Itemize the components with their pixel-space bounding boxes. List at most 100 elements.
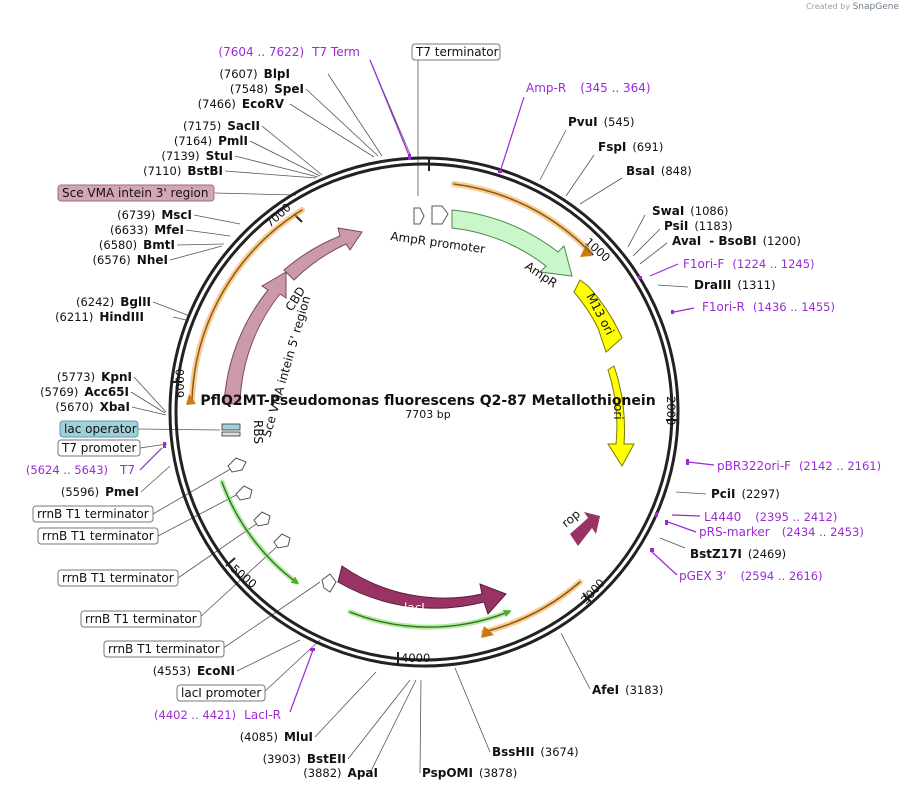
- label-rrnb-4: rrnB T1 terminator: [85, 612, 197, 626]
- enzyme-name-acc65i: Acc65I: [84, 385, 129, 399]
- laci-promoter-arrow: [321, 573, 337, 593]
- primer-name-t7term: T7 Term: [311, 45, 360, 59]
- backbone-inner: [174, 162, 674, 662]
- svg-text:SwaI(1086): SwaI(1086): [652, 204, 729, 218]
- sce5-label: Sce VMA intein 5' region: [259, 294, 313, 439]
- rrnb-arrow-4: [273, 533, 291, 549]
- svg-text:PspOMI(3878): PspOMI(3878): [422, 766, 517, 780]
- primer-markers: [139, 59, 715, 713]
- enzyme-name-draiii: DraIII: [694, 278, 731, 292]
- svg-text:(6580)BmtI: (6580)BmtI: [99, 238, 175, 252]
- site-l4440: [655, 512, 658, 517]
- enzyme-name-stui: StuI: [206, 149, 233, 163]
- svg-text:(7175)SacII: (7175)SacII: [183, 119, 260, 133]
- enzyme-pos-pmei: (5596): [61, 485, 99, 499]
- svg-text:(6576)NheI: (6576) NheI: [93, 253, 168, 267]
- enzyme-pos-nhei: (6576): [93, 253, 131, 267]
- orange-arc-top-right-core: [453, 183, 591, 253]
- enzyme-name-bsteii: BstEII: [307, 752, 346, 766]
- orange-arc-left-core: [191, 209, 303, 401]
- primer-range-t7: (5624 .. 5643): [26, 463, 108, 477]
- plasmid-length: 7703 bp: [405, 408, 450, 421]
- svg-text:(6211)HindIII: (6211) HindIII: [55, 310, 144, 324]
- box-laci-promoter: [176, 684, 266, 702]
- enzyme-pos-mfei: (6633): [110, 223, 148, 237]
- svg-text:(6242)BglII: (6242)BglII: [76, 295, 151, 309]
- primer-range-pgex3: (2594 .. 2616): [740, 569, 822, 583]
- svg-text:pGEX 3'(2594 .. 2616): pGEX 3' (2594 .. 2616): [679, 569, 823, 583]
- enzyme-pos-draiii: (1311): [737, 278, 775, 292]
- box-rrnb-4: [80, 610, 202, 628]
- enzyme-name-pmli: PmlI: [218, 134, 248, 148]
- svg-text:(7139)StuI: (7139)StuI: [161, 149, 233, 163]
- enzyme-labels-right: PspOMI(3878) BssHII(3674) AfeI(3183) Pvu…: [422, 115, 801, 780]
- enzyme-name-bsobi: - BsoBI: [709, 234, 756, 248]
- primer-name-f1ori-r: F1ori-R: [702, 300, 745, 314]
- sce-intein-5-feature: [223, 271, 287, 405]
- enzyme-pos-econi: (4553): [153, 664, 191, 678]
- plasmid-name: PflQ2MT-Pseudomonas fluorescens Q2-87 Me…: [200, 393, 655, 409]
- primer-range-l4440: (2395 .. 2412): [755, 510, 837, 524]
- primer-range-f1ori-r: (1436 .. 1455): [753, 300, 835, 314]
- ampr-promoter-arrow-1: [413, 207, 425, 225]
- enzyme-name-ecorv: EcoRV: [242, 97, 285, 111]
- svg-text:PciI(2297): PciI(2297): [711, 487, 780, 501]
- label-sce-vma-3: Sce VMA intein 3' region: [62, 186, 208, 200]
- site-f1ori-f: [638, 276, 642, 279]
- enzyme-name-xbai: XbaI: [100, 400, 130, 414]
- enzyme-name-sacii: SacII: [227, 119, 260, 133]
- rop-feature: [570, 512, 600, 546]
- enzyme-name-hindiii: HindIII: [99, 310, 144, 324]
- label-t7-promoter: T7 promoter: [61, 441, 137, 455]
- primer-name-f1ori-f: F1ori-F: [683, 257, 724, 271]
- ampr-promoter-label: AmpR promoter: [390, 229, 486, 256]
- enzyme-name-nhei: NheI: [137, 253, 168, 267]
- enzyme-pos-spei: (7548): [230, 82, 268, 96]
- rrnb-terminator-arrows: [227, 457, 291, 549]
- site-prs-marker: [665, 520, 668, 525]
- enzyme-name-pvui: PvuI: [568, 115, 598, 129]
- svg-text:(7466)EcoRV: (7466) EcoRV: [198, 97, 285, 111]
- svg-text:(7548)SpeI: (7548)SpeI: [230, 82, 304, 96]
- enzyme-name-kpni: KpnI: [101, 370, 132, 384]
- primer-range-t7term: (7604 .. 7622): [218, 45, 304, 59]
- enzyme-name-afei: AfeI: [592, 683, 619, 697]
- box-lac-operator: [59, 420, 139, 438]
- site-t7: [163, 442, 166, 448]
- enzyme-name-bsshii: BssHII: [492, 745, 534, 759]
- enzyme-pos-ecorv: (7466): [198, 97, 236, 111]
- rrnb-arrow-2: [235, 485, 253, 501]
- credit-prefix: Created by: [806, 2, 851, 11]
- enzyme-pos-fspi: (691): [632, 140, 663, 154]
- svg-text:BstZ17I(2469): BstZ17I (2469): [690, 547, 786, 561]
- primer-name-ampr: Amp-R: [526, 81, 566, 95]
- enzyme-name-pspomi: PspOMI: [422, 766, 473, 780]
- enzyme-pos-kpni: (5773): [57, 370, 95, 384]
- snapgene-credit: Created by SnapGene: [806, 2, 899, 12]
- enzyme-pos-acc65i: (5769): [40, 385, 78, 399]
- primer-name-t7: T7: [119, 463, 135, 477]
- enzyme-name-mlui: MluI: [284, 730, 313, 744]
- enzyme-pos-msci: (6739): [117, 208, 155, 222]
- label-t7-terminator: T7 terminator: [415, 45, 499, 59]
- tick-6000: 6000: [173, 369, 187, 398]
- svg-text:(5670)XbaI: (5670)XbaI: [55, 400, 130, 414]
- box-t7-promoter: [57, 439, 141, 457]
- svg-text:(6633)MfeI: (6633)MfeI: [110, 223, 184, 237]
- svg-text:(4553)EcoNI: (4553) EcoNI: [153, 664, 235, 678]
- svg-text:BssHII(3674): BssHII(3674): [492, 745, 579, 759]
- svg-text:AvaI- BsoBI(1200): AvaI- BsoBI(1200): [672, 234, 801, 248]
- svg-text:(6739)MscI: (6739)MscI: [117, 208, 192, 222]
- svg-text:AfeI(3183): AfeI(3183): [592, 683, 663, 697]
- site-f1ori-r: [671, 310, 674, 314]
- site-pbr322ori-f: [686, 459, 689, 465]
- enzyme-name-econi: EcoNI: [197, 664, 235, 678]
- enzyme-pos-bstz17i: (2469): [748, 547, 786, 561]
- enzyme-pos-hindiii: (6211): [55, 310, 93, 324]
- svg-text:PvuI(545): PvuI(545): [568, 115, 635, 129]
- enzyme-name-bstz17i: BstZ17I: [690, 547, 742, 561]
- rrnb-arrow-1: [227, 457, 247, 473]
- primer-name-pgex3: pGEX 3': [679, 569, 726, 583]
- credit-brand: SnapGene: [852, 2, 899, 12]
- box-rrnb-2: [37, 527, 159, 545]
